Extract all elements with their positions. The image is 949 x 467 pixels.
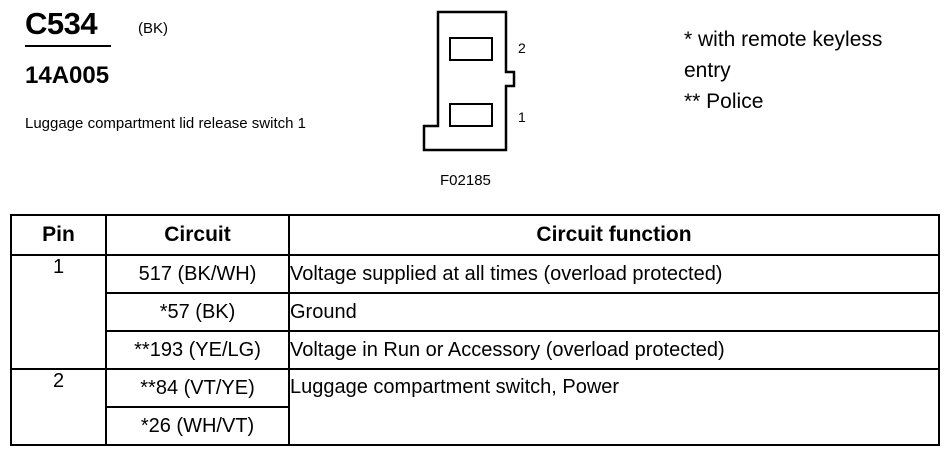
circuit-cell: 517 (BK/WH) [105,254,290,294]
header-circuit-function: Circuit function [288,214,940,256]
connector-outline [422,10,516,152]
diagram-code: F02185 [440,172,491,189]
pin-2-label: 2 [518,40,526,56]
table-row: *57 (BK) Ground [11,292,940,332]
connector-id-underline [25,45,111,47]
table-row: **193 (YE/LG) Voltage in Run or Accessor… [11,330,940,370]
note-remote-keyless: * with remote keyless [684,28,883,51]
function-cell: Luggage compartment switch, Power [288,368,940,446]
function-cell: Voltage supplied at all times (overload … [288,254,940,294]
header-pin: Pin [10,214,107,256]
circuit-cell: *57 (BK) [105,292,290,332]
table-header-row: Pin Circuit Circuit function [10,214,940,256]
pin-cell: 2 [10,368,107,446]
footnotes: * with remote keyless entry ** Police [684,24,939,117]
table-row: *26 (WH/VT) [11,406,939,446]
circuit-cell: **84 (VT/YE) [105,368,290,408]
connector-id: C534 [25,6,98,41]
table-row: 1 517 (BK/WH) Voltage supplied at all ti… [10,254,940,370]
pin-1-terminal [449,103,493,127]
circuit-cell: *26 (WH/VT) [105,406,290,446]
pin-circuit-table: Pin Circuit Circuit function 1 517 (BK/W… [10,214,940,446]
note-police: ** Police [684,90,764,113]
function-cell: Ground [288,292,940,332]
table-row: 2 **84 (VT/YE) Luggage compartment switc… [10,368,940,446]
pin-1-label: 1 [518,109,526,125]
connector-face-diagram: 2 1 [422,10,526,152]
circuit-cell: **193 (YE/LG) [105,330,290,370]
function-cell: Voltage in Run or Accessory (overload pr… [288,330,940,370]
note-remote-keyless-cont: entry [684,59,731,82]
component-description: Luggage compartment lid release switch 1 [25,115,306,132]
header-circuit: Circuit [105,214,290,256]
connector-color-code: (BK) [138,20,168,37]
pin-cell: 1 [10,254,107,370]
part-number: 14A005 [25,62,110,89]
pin-2-terminal [449,37,493,61]
